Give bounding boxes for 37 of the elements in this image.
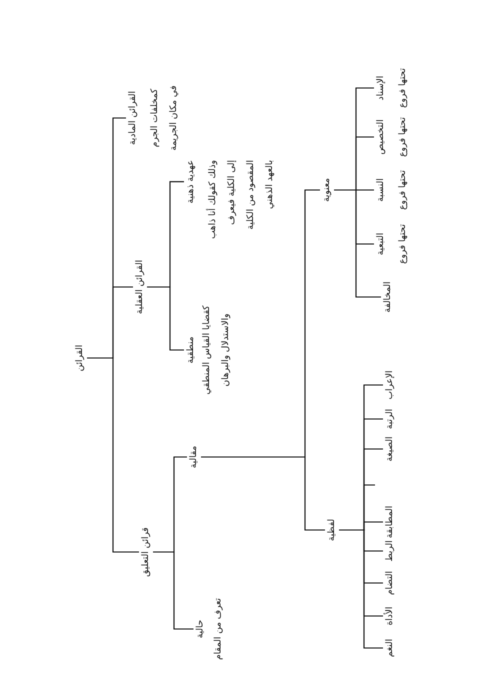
- description-text: تعرف من المقام: [212, 598, 224, 660]
- category-label: النسبة: [375, 178, 387, 202]
- category-label: لفظية: [326, 518, 338, 542]
- category-label: التبعية: [375, 232, 387, 256]
- description-text: كمخلفات الجرم في مكان الجريمة: [149, 84, 180, 152]
- connector-line: [147, 286, 184, 351]
- category-label: مقالية: [188, 446, 200, 468]
- category-label: منطقية: [185, 336, 197, 364]
- description-text: وذلك كقولك أنا ذاهب إلى الكلية فيعرف المقصود من الكلية بالعهد الذهني: [205, 160, 276, 241]
- category-label: القرائن المادية: [127, 91, 139, 146]
- root-label: القرائن: [74, 344, 86, 372]
- connector-line: [334, 189, 381, 298]
- category-label: الإسناد: [375, 76, 387, 100]
- category-label: الأداة: [383, 606, 396, 626]
- category-label: الرتبة: [384, 408, 396, 430]
- category-label: المطابقة: [384, 506, 396, 538]
- category-label: معنوية: [321, 178, 333, 202]
- category-label: حالية: [194, 620, 206, 638]
- category-label: المخالفة: [382, 281, 394, 313]
- connector-line: [201, 456, 325, 531]
- category-label: التضام: [384, 570, 396, 596]
- category-label: الإعراب: [384, 370, 396, 400]
- category-label: القرائن العقلية: [134, 260, 146, 314]
- connector-line: [87, 357, 139, 553]
- note-text: تحتها فروع: [397, 117, 409, 157]
- category-label: عهدية ذهنية: [185, 160, 197, 204]
- category-label: قرائن التعليق: [140, 527, 152, 577]
- category-label: الربط: [384, 540, 396, 562]
- note-text: تحتها فروع: [397, 68, 409, 108]
- note-text: تحتها فروع: [397, 224, 409, 264]
- connector-line: [339, 529, 383, 649]
- connector-line: [153, 551, 194, 630]
- category-label: النغم: [384, 638, 396, 658]
- category-label: التخصيص: [375, 119, 387, 155]
- category-label: الصيغة: [384, 436, 396, 462]
- description-text: كقضايا القياس المنطقي والاستدلال والبرهان: [201, 304, 232, 397]
- note-text: تحتها فروع: [397, 170, 409, 210]
